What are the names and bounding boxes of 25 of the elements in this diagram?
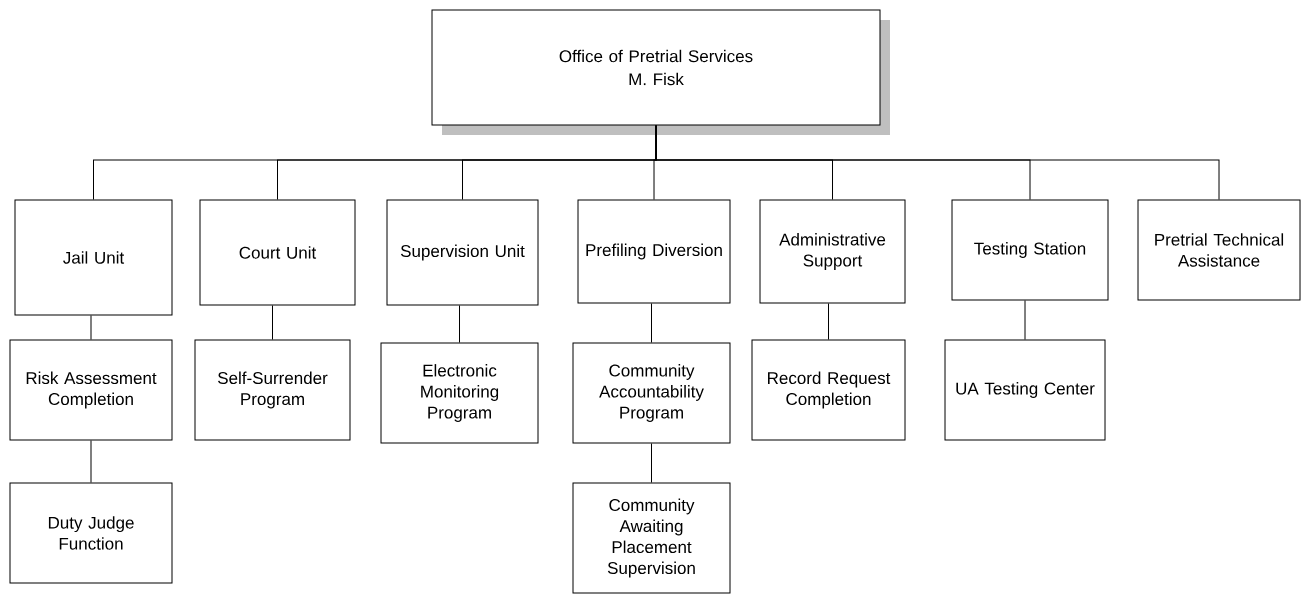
unit-box: Risk Assessment Completion xyxy=(9,339,173,441)
connector-line xyxy=(651,303,652,343)
connector-line xyxy=(655,125,1220,200)
unit-box: UA Testing Center xyxy=(944,339,1106,441)
unit-box: Community Awaiting Placement Supervision xyxy=(572,482,731,594)
connector-line xyxy=(828,303,829,340)
unit-box: Court Unit xyxy=(199,199,356,306)
unit-box: Testing Station xyxy=(951,199,1109,301)
unit-box: Pretrial Technical Assistance xyxy=(1137,199,1301,301)
connector-line xyxy=(459,305,460,343)
unit-box: Electronic Monitoring Program xyxy=(380,342,539,444)
unit-box: Duty Judge Function xyxy=(9,482,173,584)
unit-box: Jail Unit xyxy=(14,199,173,316)
unit-box: Administrative Support xyxy=(759,199,906,304)
connector-line xyxy=(651,443,652,483)
unit-box: Prefiling Diversion xyxy=(577,199,731,304)
title-box: Office of Pretrial Services M. Fisk xyxy=(431,9,890,135)
connector-line xyxy=(90,440,92,483)
unit-box: Self-Surrender Program xyxy=(194,339,351,441)
connector-line xyxy=(90,315,92,340)
unit-box: Community Accountability Program xyxy=(572,342,731,444)
connector-line xyxy=(272,305,273,340)
unit-box: Record Request Completion xyxy=(751,339,906,441)
unit-box: Supervision Unit xyxy=(386,199,539,306)
connector-line xyxy=(1024,300,1026,340)
